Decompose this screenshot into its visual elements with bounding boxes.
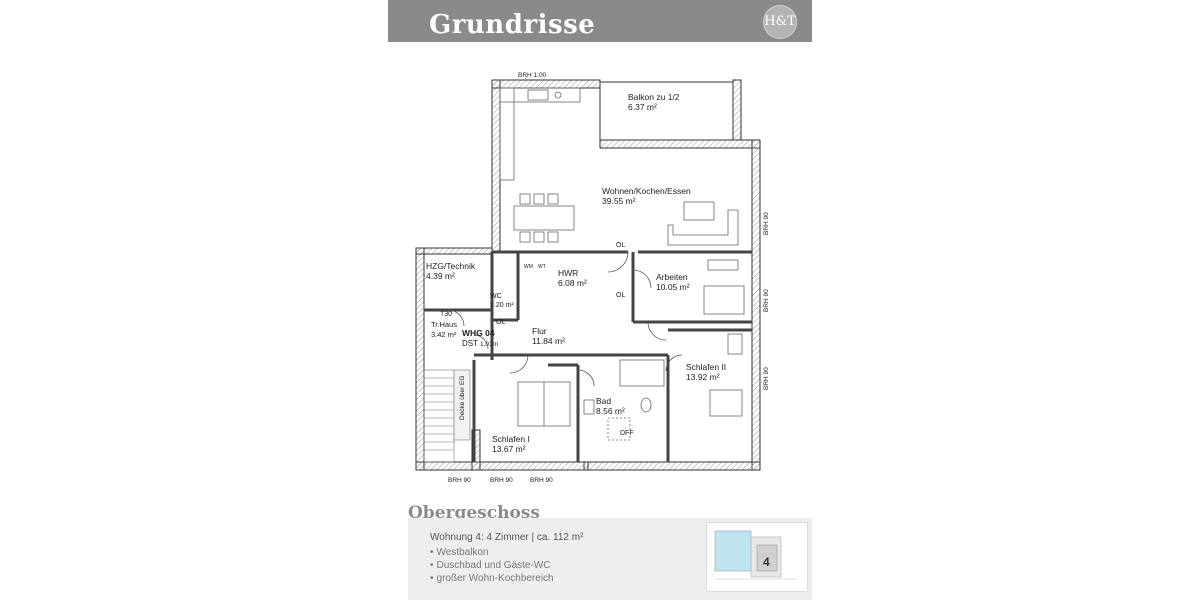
room-name-wc: WC	[490, 293, 502, 300]
exterior-walls	[415, 79, 761, 471]
feature-text: Westbalkon	[436, 547, 489, 558]
company-logo: H&T	[763, 5, 797, 39]
room-area-flur: 11.84 m²	[532, 336, 565, 346]
expose-page: Grundrisse H&T	[388, 0, 812, 600]
t30-label: T30	[440, 311, 452, 318]
bullet-marker: •	[430, 560, 434, 571]
key-plan-drawing	[714, 530, 797, 580]
room-name-flur: Flur	[532, 326, 547, 336]
interior-walls	[424, 250, 752, 462]
wt-label: WT	[538, 264, 546, 270]
room-area-hzg: 4.39 m²	[426, 271, 455, 281]
ol-label-3: OL	[496, 319, 505, 326]
feature-text: Duschbad und Gäste-WC	[436, 560, 551, 571]
desk-arbeiten	[703, 259, 745, 315]
dst-height-label: 1,01m	[480, 341, 498, 348]
bullet-marker: •	[430, 573, 434, 584]
brh-bottom-label-3: BRH 90	[530, 477, 553, 484]
brh-top-label: BRH 1,00	[518, 72, 547, 79]
floor-title: Obergeschoss	[408, 503, 540, 523]
room-name-trhaus: Tr.Haus	[431, 320, 457, 329]
room-name-wohnen: Wohnen/Kochen/Essen	[602, 186, 691, 196]
brh-bottom-label-2: BRH 90	[490, 477, 513, 484]
room-area-wc: 2.20 m²	[490, 302, 514, 309]
room-name-schlafen2: Schlafen II	[686, 362, 726, 372]
key-plan: 4	[706, 522, 808, 592]
room-name-arbeiten: Arbeiten	[656, 272, 688, 282]
bullet-marker: •	[430, 547, 434, 558]
room-area-schlafen2: 13.92 m²	[686, 372, 720, 382]
door-swings	[447, 251, 683, 387]
bed-schlafen-1	[517, 381, 571, 427]
feature-text: großer Wohn-Kochbereich	[436, 573, 554, 584]
sofa	[667, 201, 739, 246]
desk-schlafen-2	[709, 333, 743, 417]
room-area-arbeiten: 10.05 m²	[656, 282, 690, 292]
room-area-trhaus: 3.42 m²	[431, 330, 457, 339]
ol-label-2: OL	[616, 292, 625, 299]
decke-label: Decke über EG	[459, 376, 466, 420]
wm-label: WM	[524, 264, 533, 270]
feature-item: •großer Wohn-Kochbereich	[430, 573, 554, 584]
dff-label: DFF	[620, 430, 634, 437]
room-name-schlafen1: Schlafen I	[492, 434, 530, 444]
whg-label: WHG 04	[462, 328, 495, 338]
room-area-wohnen: 39.55 m²	[602, 196, 636, 206]
balcony-outline	[599, 81, 734, 141]
floor-plan: Balkon zu 1/2 6.37 m² Wohnen/Kochen/Esse…	[415, 72, 770, 484]
staircase	[423, 369, 471, 463]
header-bar: Grundrisse H&T	[388, 0, 812, 42]
room-area-bad: 8.56 m²	[596, 406, 625, 416]
bath-fixtures	[583, 359, 665, 441]
room-name-bad: Bad	[596, 396, 611, 406]
room-name-hzg: HZG/Technik	[426, 261, 476, 271]
unit-description: Wohnung 4: 4 Zimmer | ca. 112 m²	[430, 532, 584, 543]
room-area-hwr: 6.08 m²	[558, 278, 587, 288]
room-name-hwr: HWR	[558, 268, 578, 278]
dst-label: DST	[462, 339, 478, 348]
kitchen-counter	[499, 87, 581, 181]
brh-bottom-label-1: BRH 90	[448, 477, 471, 484]
feature-item: •Westbalkon	[430, 547, 489, 558]
key-plan-unit-number: 4	[763, 555, 770, 569]
dining-table	[513, 193, 575, 243]
brh-side-label-3: BRH 90	[763, 367, 770, 390]
feature-item: •Duschbad und Gäste-WC	[430, 560, 550, 571]
ol-label-1: OL	[616, 242, 625, 249]
room-area-schlafen1: 13.67 m²	[492, 444, 526, 454]
brh-side-label-1: BRH 90	[763, 212, 770, 235]
page-title: Grundrisse	[429, 10, 596, 40]
room-area-balkon: 6.37 m²	[628, 102, 657, 112]
brh-side-label-2: BRH 90	[763, 289, 770, 312]
room-name-balkon: Balkon zu 1/2	[628, 92, 680, 102]
